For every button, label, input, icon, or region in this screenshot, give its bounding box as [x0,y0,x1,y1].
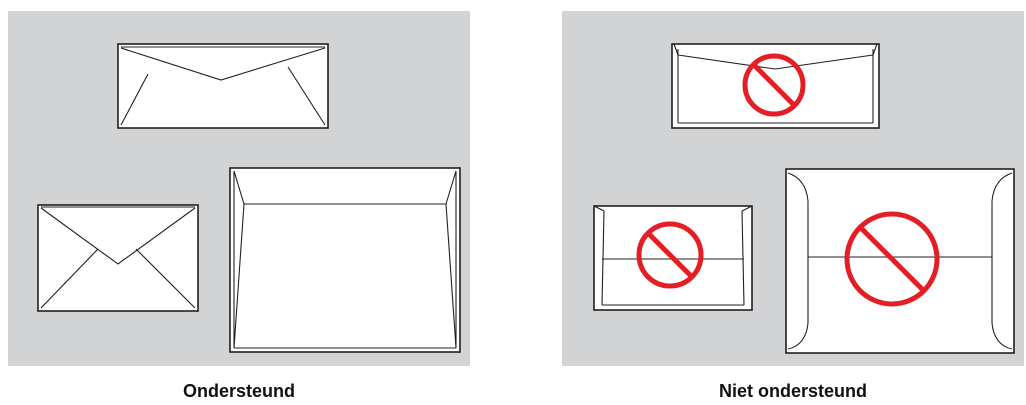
prohibition-sign-icon [636,221,704,289]
prohibition-sign-icon [844,211,940,307]
prohibition-slash [752,63,796,107]
supported-envelopes-illustration [37,43,461,353]
supported-envelopes-panel [8,11,470,366]
prohibition-slash [858,225,926,293]
not-supported-caption: Niet ondersteund [718,381,867,401]
not-supported-envelopes-illustration [593,43,1015,354]
prohibition-slash [646,231,694,279]
long-envelope-flap-closed [117,43,329,129]
prohibition-sign-icon [742,53,806,117]
large-envelope-center-flap [785,168,1015,354]
small-envelope-v-flap [37,204,199,312]
not-supported-envelopes-panel [562,11,1024,366]
large-envelope-side-flap [229,167,461,353]
supported-caption: Ondersteund [182,381,295,401]
